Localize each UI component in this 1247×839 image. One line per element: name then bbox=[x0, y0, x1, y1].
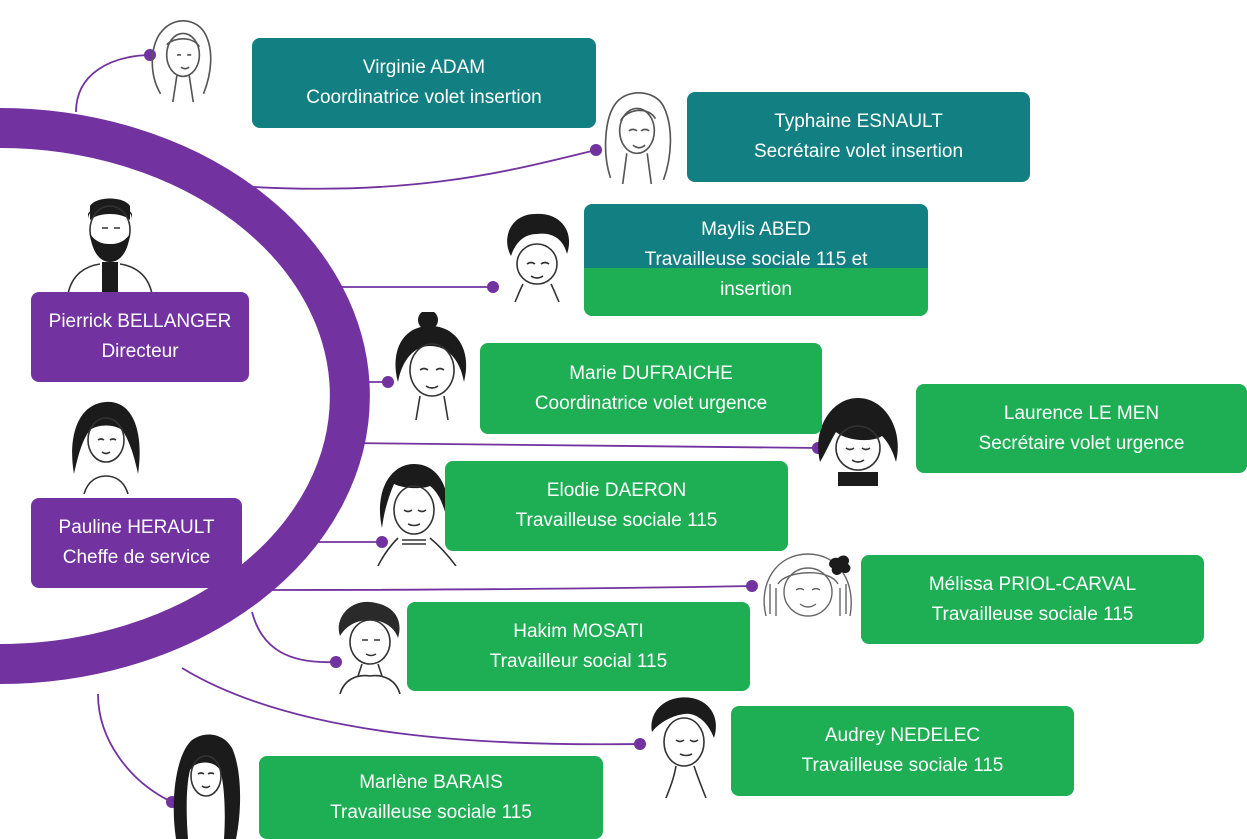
card-pauline: Pauline HERAULT Cheffe de service bbox=[31, 498, 242, 588]
role-audrey: Travailleuse sociale 115 bbox=[801, 755, 1004, 776]
card-marie: Marie DUFRAICHE Coordinatrice volet urge… bbox=[480, 343, 822, 434]
connector-laurence bbox=[343, 442, 819, 449]
name-audrey: Audrey NEDELEC bbox=[824, 725, 981, 746]
connector-typhaine bbox=[235, 149, 597, 190]
avatar-virginie bbox=[151, 20, 212, 103]
card-audrey: Audrey NEDELEC Travailleuse sociale 115 bbox=[731, 706, 1074, 796]
role-hakim: Travailleur social 115 bbox=[489, 650, 668, 672]
card-marlene: Marlène BARAIS Travailleuse sociale 115 bbox=[259, 756, 603, 839]
role-typhaine: Secrétaire volet insertion bbox=[753, 141, 964, 162]
name-pierrick: Pierrick BELLANGER bbox=[48, 311, 232, 332]
card-virginie: Virginie ADAM Coordinatrice volet insert… bbox=[252, 38, 596, 128]
connector-audrey bbox=[181, 667, 641, 746]
name-typhaine: Typhaine ESNAULT bbox=[774, 111, 943, 132]
role-pauline: Cheffe de service bbox=[62, 547, 211, 568]
avatar-hakim bbox=[338, 601, 401, 694]
connector-melissa bbox=[269, 585, 753, 591]
avatar-marie bbox=[395, 312, 467, 420]
dot-typhaine bbox=[590, 144, 602, 156]
role-maylis: Travailleuse sociale 115 et bbox=[644, 249, 868, 270]
avatar-laurence bbox=[818, 398, 898, 486]
avatar-pierrick bbox=[67, 198, 153, 294]
role-marie: Coordinatrice volet urgence bbox=[534, 392, 768, 414]
card-hakim: Hakim MOSATI Travailleur social 115 bbox=[407, 602, 750, 691]
name-laurence: Laurence LE MEN bbox=[1003, 402, 1160, 424]
avatar-melissa bbox=[763, 553, 852, 617]
dot-elodie bbox=[376, 536, 388, 548]
connector-virginie bbox=[75, 54, 151, 113]
role-maylis-line2: insertion bbox=[720, 279, 792, 300]
card-maylis: Maylis ABED Travailleuse sociale 115 et … bbox=[584, 204, 928, 316]
role-pierrick: Directeur bbox=[101, 341, 179, 362]
name-elodie: Elodie DAERON bbox=[546, 480, 687, 501]
name-marlene: Marlène BARAIS bbox=[359, 771, 503, 793]
card-typhaine: Typhaine ESNAULT Secrétaire volet insert… bbox=[687, 92, 1030, 182]
dot-marie bbox=[382, 376, 394, 388]
card-melissa: Mélissa PRIOL-CARVAL Travailleuse social… bbox=[861, 555, 1204, 644]
card-elodie: Elodie DAERON Travailleuse sociale 115 bbox=[445, 461, 788, 551]
connector-hakim bbox=[251, 611, 337, 664]
role-laurence: Secrétaire volet urgence bbox=[978, 432, 1185, 454]
role-melissa: Travailleuse sociale 115 bbox=[931, 603, 1134, 625]
name-virginie: Virginie ADAM bbox=[362, 57, 486, 78]
role-virginie: Coordinatrice volet insertion bbox=[306, 87, 542, 108]
name-hakim: Hakim MOSATI bbox=[513, 620, 644, 642]
name-marie: Marie DUFRAICHE bbox=[569, 362, 733, 384]
connector-lines bbox=[75, 54, 819, 803]
avatar-audrey bbox=[651, 697, 716, 798]
avatar-pauline bbox=[72, 401, 140, 494]
card-pierrick: Pierrick BELLANGER Directeur bbox=[31, 292, 249, 382]
connector-marlene bbox=[97, 693, 173, 803]
role-elodie: Travailleuse sociale 115 bbox=[515, 510, 718, 531]
avatar-maylis bbox=[507, 213, 570, 302]
avatar-marlene bbox=[173, 734, 241, 839]
name-maylis: Maylis ABED bbox=[701, 219, 811, 240]
card-laurence: Laurence LE MEN Secrétaire volet urgence bbox=[916, 384, 1247, 473]
role-marlene: Travailleuse sociale 115 bbox=[330, 801, 532, 823]
org-arc bbox=[0, 108, 370, 684]
dot-hakim bbox=[330, 656, 342, 668]
dot-audrey bbox=[634, 738, 646, 750]
dot-maylis bbox=[487, 281, 499, 293]
avatar-typhaine bbox=[604, 92, 672, 185]
name-pauline: Pauline HERAULT bbox=[58, 517, 215, 538]
name-melissa: Mélissa PRIOL-CARVAL bbox=[928, 573, 1137, 595]
dot-melissa bbox=[746, 580, 758, 592]
avatar-elodie bbox=[377, 464, 457, 566]
